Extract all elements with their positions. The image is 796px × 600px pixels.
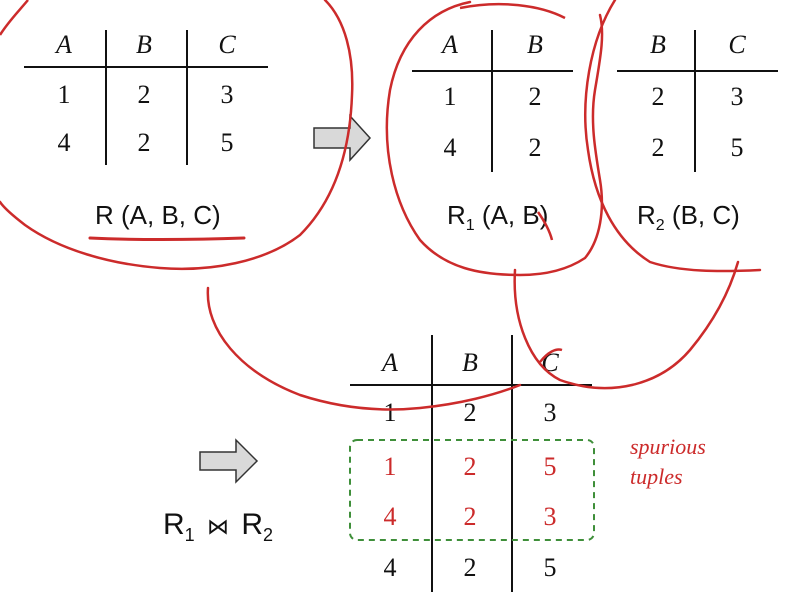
natural-join-operator: ⋈ xyxy=(207,514,230,539)
table-r-header-b: B xyxy=(136,30,152,59)
table-r2-cell: 5 xyxy=(730,133,744,162)
spurious-note-line2: tuples xyxy=(630,464,683,489)
annotation-circle-r2 xyxy=(584,0,762,273)
join-header-a: A xyxy=(382,348,398,377)
join-left-name: R xyxy=(163,508,185,541)
join-cell-spurious: 5 xyxy=(543,452,557,481)
table-r2-label: R2 (B, C) xyxy=(637,200,740,235)
table-r2-grid xyxy=(617,30,778,172)
join-cell: 5 xyxy=(543,553,557,582)
join-cell: 2 xyxy=(463,398,477,427)
table-r2-cell: 3 xyxy=(730,82,744,111)
table-r1-cell: 2 xyxy=(528,82,542,111)
table-r-cell: 2 xyxy=(137,128,151,157)
table-r-header-a: A xyxy=(56,30,72,59)
table-r1-header-b: B xyxy=(527,30,543,59)
key-underline xyxy=(88,236,246,241)
annotation-circle-r1 xyxy=(385,0,604,277)
join-cell: 3 xyxy=(543,398,557,427)
table-r1-label: R1 (A, B) xyxy=(447,200,549,235)
table-r1-cell: 2 xyxy=(528,133,542,162)
join-cell-spurious: 1 xyxy=(383,452,397,481)
table-r1-cell: 1 xyxy=(443,82,457,111)
table-r2-header-b: B xyxy=(650,30,666,59)
annotation-c-mark xyxy=(539,348,563,363)
annotation-circle-r-top xyxy=(0,0,29,36)
join-cell-spurious: 3 xyxy=(543,502,557,531)
join-cell: 4 xyxy=(383,553,397,582)
annotation-curve-left xyxy=(206,286,522,411)
table-r2-cell: 2 xyxy=(651,133,665,162)
spurious-tuples-note: spurious tuples xyxy=(630,432,706,492)
table-r1-cell: 4 xyxy=(443,133,457,162)
table-r-cell: 2 xyxy=(137,80,151,109)
join-label: R1 ⋈ R2 xyxy=(163,508,273,546)
join-right-sub: 2 xyxy=(263,525,274,545)
annotation-b-mark xyxy=(536,211,554,241)
table-r2-cell: 2 xyxy=(651,82,665,111)
table-r-cell: 3 xyxy=(220,80,234,109)
table-r-cell: 5 xyxy=(220,128,234,157)
table-r-grid xyxy=(24,30,268,165)
table-r-cell: 1 xyxy=(57,80,71,109)
join-cell: 1 xyxy=(383,398,397,427)
table-r-cell: 4 xyxy=(57,128,71,157)
table-r1-header-a: A xyxy=(442,30,458,59)
join-arrow-icon xyxy=(199,438,259,484)
annotation-circle-r1-top xyxy=(459,2,566,20)
join-cell-spurious: 2 xyxy=(463,502,477,531)
table-r-header-c: C xyxy=(218,30,236,59)
annotation-curve-right xyxy=(513,260,740,390)
table-r2-header-c: C xyxy=(728,30,746,59)
annotation-circle-r xyxy=(0,0,354,271)
decompose-arrow-icon xyxy=(313,114,372,162)
join-left-sub: 1 xyxy=(184,525,195,545)
table-r1-grid xyxy=(412,30,573,172)
join-header-b: B xyxy=(462,348,478,377)
join-grid xyxy=(350,335,592,592)
table-r-label: R (A, B, C) xyxy=(95,200,221,230)
spurious-note-line1: spurious xyxy=(630,434,706,459)
join-cell: 2 xyxy=(463,553,477,582)
join-cell-spurious: 4 xyxy=(383,502,397,531)
spurious-tuples-box xyxy=(349,439,595,541)
join-right-name: R xyxy=(241,508,264,541)
join-cell-spurious: 2 xyxy=(463,452,477,481)
